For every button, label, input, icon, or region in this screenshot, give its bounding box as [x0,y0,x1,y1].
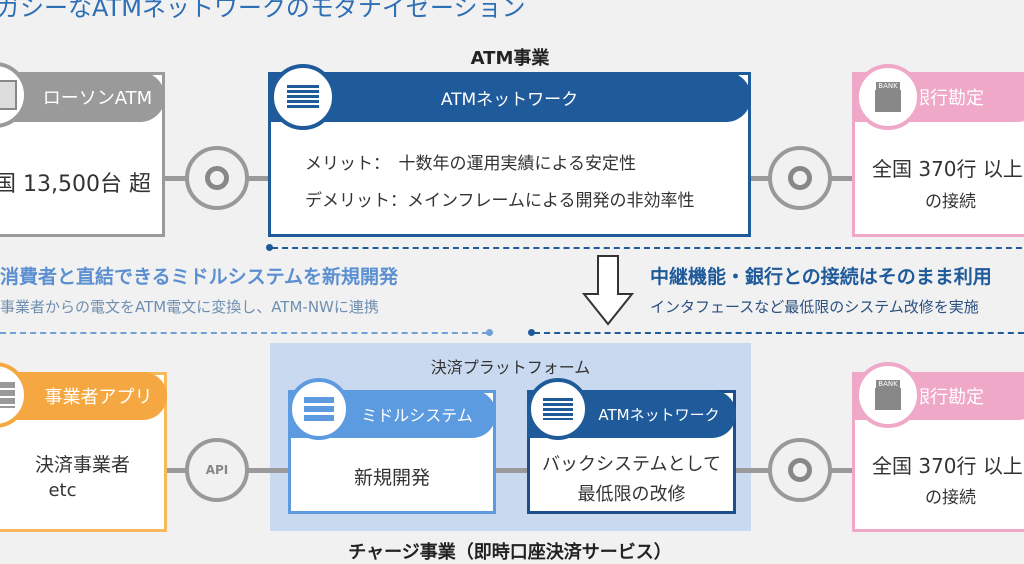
dashed-line-dot [266,244,273,251]
right-heading: 中継機能・銀行との接続はそのまま利用 [650,266,992,288]
business-app-body: 決済事業者 [34,454,130,476]
bank-icon-label: BANK [876,82,900,90]
server-rack-icon [527,378,589,440]
atm-network-small-body1: バックシステムとして [542,454,721,475]
connector-line [490,468,535,473]
slide-title: ガシーなATMネットワークのモダナイゼーション [0,0,526,22]
dashed-divider [0,332,488,334]
bank-building-icon: BANK [855,362,921,428]
atm-network-demerit: デメリット：メインフレームによる開発の非効率性 [305,191,695,211]
payment-platform-label: 決済プラットフォーム [430,358,591,377]
dashed-divider [272,247,1024,249]
right-subtext: インタフェースなど最低限のシステム改修を実施 [650,298,979,316]
bank-icon-label: BANK [876,380,900,388]
bank-building-icon: BANK [855,64,921,130]
left-heading: 消費者と直結できるミドルシステムを新規開発 [0,266,399,288]
bank-connection: の接続 [925,192,976,212]
atm-network-small-body2: 最低限の改修 [577,484,686,505]
dashed-line-dot [528,329,535,336]
lawson-atm-count: 国 13,500台 超 [0,172,151,197]
dashed-line-dot [486,329,493,336]
section-label-atm: ATM事業 [470,48,550,69]
atm-network-header: ATMネットワーク [268,72,751,122]
api-label: API [205,463,229,477]
gateway-icon [768,146,832,210]
api-icon: API [185,438,249,502]
bank-count-lower: 全国 370行 以上 [872,454,1023,478]
atm-network-merit: メリット： 十数年の運用実績による安定性 [305,154,636,174]
bank-count: 全国 370行 以上 [872,157,1023,181]
server-icon [288,378,350,440]
server-rack-icon [270,64,336,130]
left-subtext: 事業者からの電文をATM電文に変換し、ATM-NWに連携 [0,298,379,316]
middle-system-body: 新規開発 [353,467,430,489]
gateway-icon [768,438,832,502]
gateway-icon [185,146,249,210]
down-arrow-icon [582,255,634,326]
section-label-charge: チャージ事業（即時口座決済サービス） [348,542,672,563]
bank-connection-lower: の接続 [925,488,976,508]
dashed-divider [534,332,1024,334]
business-app-etc: etc [48,480,77,501]
